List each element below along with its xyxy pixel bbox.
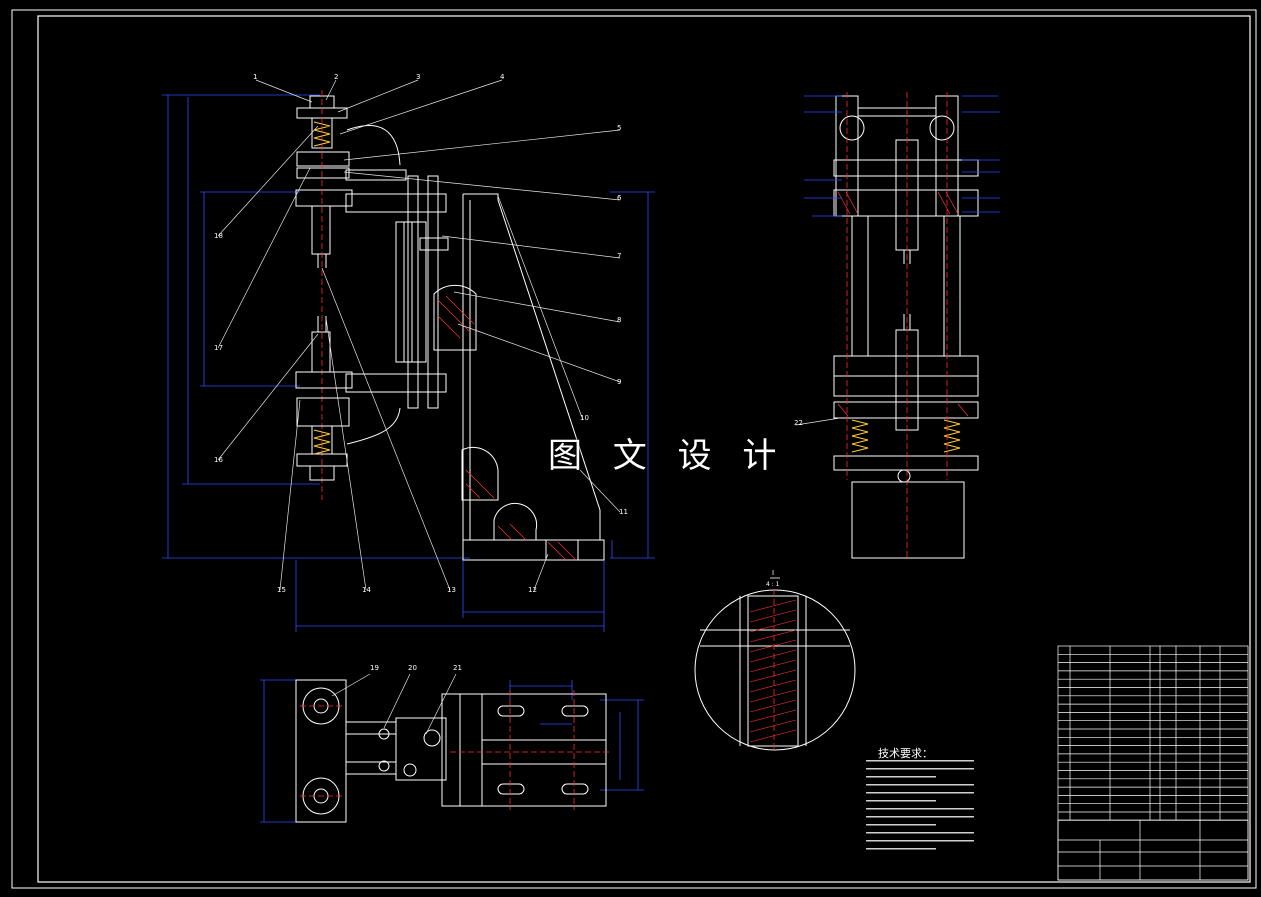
detail-section-label: I [772,569,774,577]
balloon-number: 17 [214,344,223,352]
balloon-number: 3 [416,73,420,81]
balloon-number: 1 [253,73,257,81]
outer-frame [11,9,1257,889]
balloon-number: 16 [214,456,223,464]
balloon-number: 5 [617,124,621,132]
balloon-number: 18 [214,232,223,240]
balloon-number: 12 [528,586,537,594]
balloon-number: 15 [277,586,286,594]
side-view [795,92,1000,560]
balloon-number: 7 [617,252,621,260]
balloon-number: 9 [617,378,621,386]
balloon-number: 10 [580,414,589,422]
balloon-number: 4 [500,73,505,81]
technical-notes [866,760,974,850]
detail-scale-label: 4 : 1 [766,581,780,588]
balloon-number: 11 [619,508,628,516]
balloon-number: 20 [408,664,417,672]
balloon-number: 6 [617,194,622,202]
balloon-number: 19 [370,664,379,672]
balloon-number: 8 [617,316,621,324]
balloon-number: 21 [453,664,462,672]
detail-view-i [694,577,856,751]
balloon-number: 14 [362,586,371,594]
balloon-number: 2 [334,73,338,81]
balloon-number: 13 [447,586,456,594]
title-block [1057,645,1249,881]
technical-notes-title: 技术要求： [878,747,933,760]
plan-view [260,673,644,823]
inner-frame [37,15,1251,883]
balloon-number: 22 [794,419,803,427]
front-view [162,79,655,632]
watermark-text: 图 文 设 计 [548,436,787,476]
